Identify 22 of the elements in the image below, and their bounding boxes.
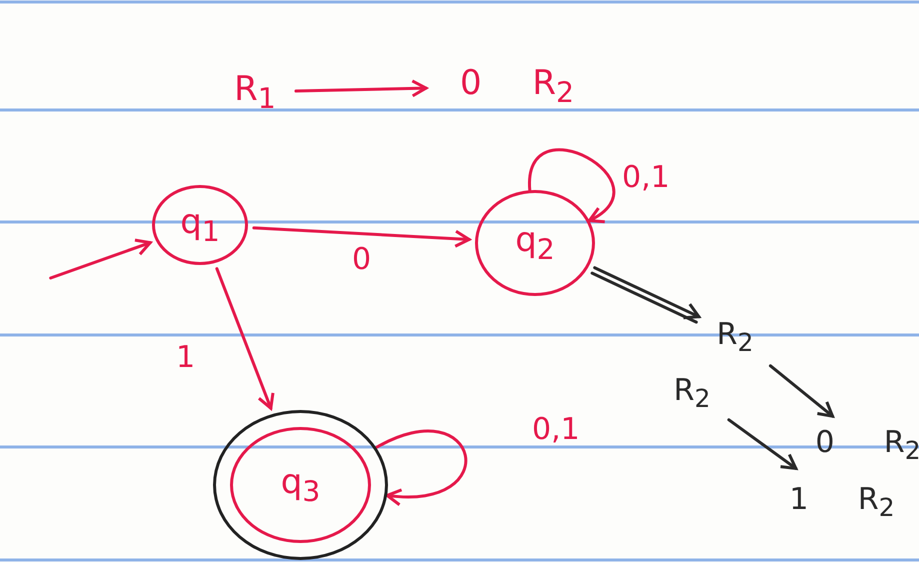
arrow	[215, 267, 274, 410]
arrow	[294, 79, 428, 98]
self-loop-arrow	[528, 148, 615, 222]
arrow	[768, 364, 834, 418]
double-line-arrow	[590, 266, 700, 324]
handwritten-text: 1 R$_{2}$	[789, 482, 895, 522]
handwritten-text: 0 R$_{2}$	[460, 63, 574, 109]
self-loop-arrow	[374, 430, 467, 506]
arrow	[252, 226, 471, 248]
arrow	[49, 238, 152, 280]
handwritten-text: 0 R$_{2}$	[815, 425, 919, 465]
state-circle: q$_{1}$	[152, 185, 248, 265]
edge-label: 0,1	[622, 160, 670, 195]
handwritten-text: R$_{2}$	[674, 373, 710, 413]
state-circle: q$_{2}$	[475, 190, 595, 296]
edge-label: 0,1	[532, 412, 580, 447]
handwritten-text: R$_{1}$	[234, 69, 276, 115]
edge-label: 0	[352, 242, 372, 277]
accepting-state-double-circle: q$_{3}$	[213, 410, 388, 560]
handwritten-text: R$_{2}$	[716, 317, 754, 357]
arrow	[727, 418, 798, 470]
edge-label: 1	[176, 340, 196, 375]
